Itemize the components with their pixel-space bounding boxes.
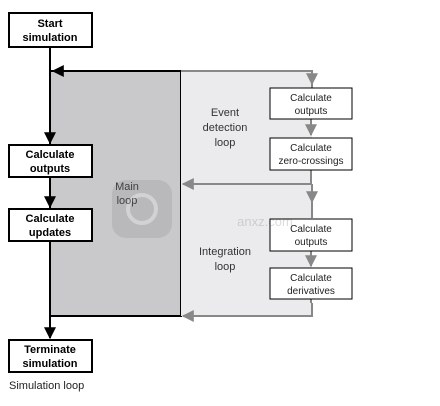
terminate-line-1: Terminate [24,344,76,356]
start-box-line-1: Start [37,18,62,30]
event-outputs-line-2: outputs [295,106,328,117]
calculate-outputs-box: Calculate outputs [8,144,93,178]
watermark: anxz.com [112,180,293,238]
loop-line-bottom [181,303,313,322]
calculate-derivatives-box: Calculate derivatives [269,267,353,300]
integration-outputs-line-2: outputs [295,237,328,248]
main-loop-label-1: Main [115,181,139,193]
integration-loop-label-1: Integration [199,246,251,258]
calculate-zero-crossings-box: Calculate zero-crossings [269,137,353,171]
main-loop-label-2: loop [117,195,138,207]
terminate-simulation-box: Terminate simulation [8,339,93,373]
event-loop-label-1: Event [211,107,239,119]
event-outputs-line-1: Calculate [290,93,332,104]
calc-updates-line-2: updates [29,227,71,239]
loop-line-top [181,70,318,86]
event-loop-label-2: detection [203,122,248,134]
terminate-line-2: simulation [22,358,77,370]
start-simulation-box: Start simulation [8,12,93,48]
watermark-text: anxz.com [237,214,293,229]
zero-crossings-line-1: Calculate [290,143,332,154]
event-calculate-outputs-box: Calculate outputs [269,87,353,120]
calc-outputs-line-2: outputs [30,163,70,175]
integration-calculate-outputs-box: Calculate outputs [269,218,353,252]
derivatives-line-2: derivatives [287,286,335,297]
calc-updates-line-1: Calculate [26,213,75,225]
start-box-line-2: simulation [22,32,77,44]
integration-loop-label-2: loop [215,261,236,273]
derivatives-line-1: Calculate [290,273,332,284]
integration-outputs-line-1: Calculate [290,224,332,235]
main-loop-region [49,70,182,317]
diagram-caption: Simulation loop [9,380,85,392]
event-loop-label-3: loop [215,137,236,149]
calc-outputs-line-1: Calculate [26,149,75,161]
calculate-updates-box: Calculate updates [8,208,93,242]
zero-crossings-line-2: zero-crossings [278,156,343,167]
